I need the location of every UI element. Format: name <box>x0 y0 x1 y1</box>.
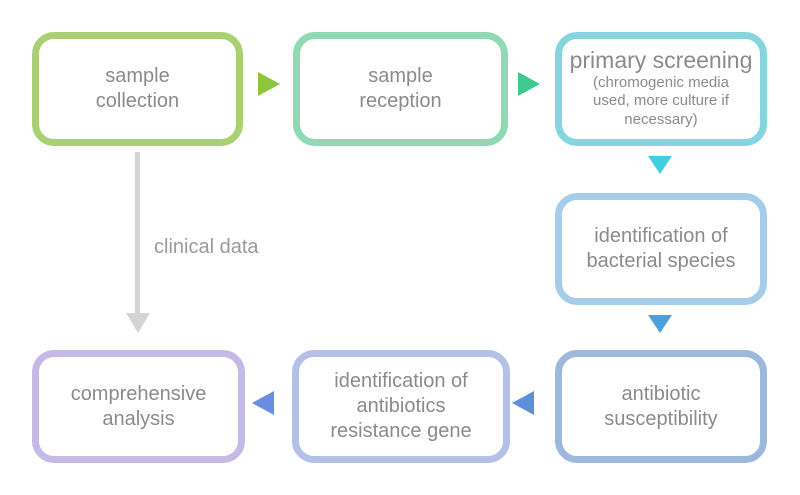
arrow-left-icon <box>252 391 274 415</box>
flow-node-sample-reception: sample reception <box>293 32 508 146</box>
flow-node-sample-collection: sample collection <box>32 32 243 146</box>
flow-node-primary-screening: primary screening (chromogenic media use… <box>555 32 767 146</box>
arrow-down-icon <box>648 156 672 174</box>
flow-node-label: comprehensive analysis <box>70 382 207 430</box>
flow-node-comprehensive-analysis: comprehensive analysis <box>32 350 245 463</box>
flow-node-identification-of-bacterial-species: identification of bacterial species <box>555 193 767 305</box>
flow-node-sublabel: (chromogenic media used, more culture if… <box>593 73 729 129</box>
clinical-data-label: clinical data <box>154 236 259 258</box>
flow-node-label: primary screening <box>569 47 753 74</box>
clinical-data-arrow-head-icon <box>126 313 150 333</box>
clinical-data-arrow-line <box>135 152 140 313</box>
flow-node-label: identification of bacterial species <box>586 225 736 272</box>
arrow-right-icon <box>518 72 540 96</box>
flow-node-label: antibiotic susceptibility <box>604 382 718 430</box>
arrow-left-icon <box>512 391 534 415</box>
flow-node-label: sample collection <box>95 65 180 112</box>
flow-node-label: identification of antibiotics resistance… <box>330 370 472 442</box>
flow-node-antibiotic-susceptibility: antibiotic susceptibility <box>555 350 767 463</box>
arrow-right-icon <box>258 72 280 96</box>
arrow-down-icon <box>648 315 672 333</box>
flow-node-identification-of-antibiotics-resistance-gene: identification of antibiotics resistance… <box>292 350 510 463</box>
flow-node-label: sample reception <box>359 65 442 112</box>
